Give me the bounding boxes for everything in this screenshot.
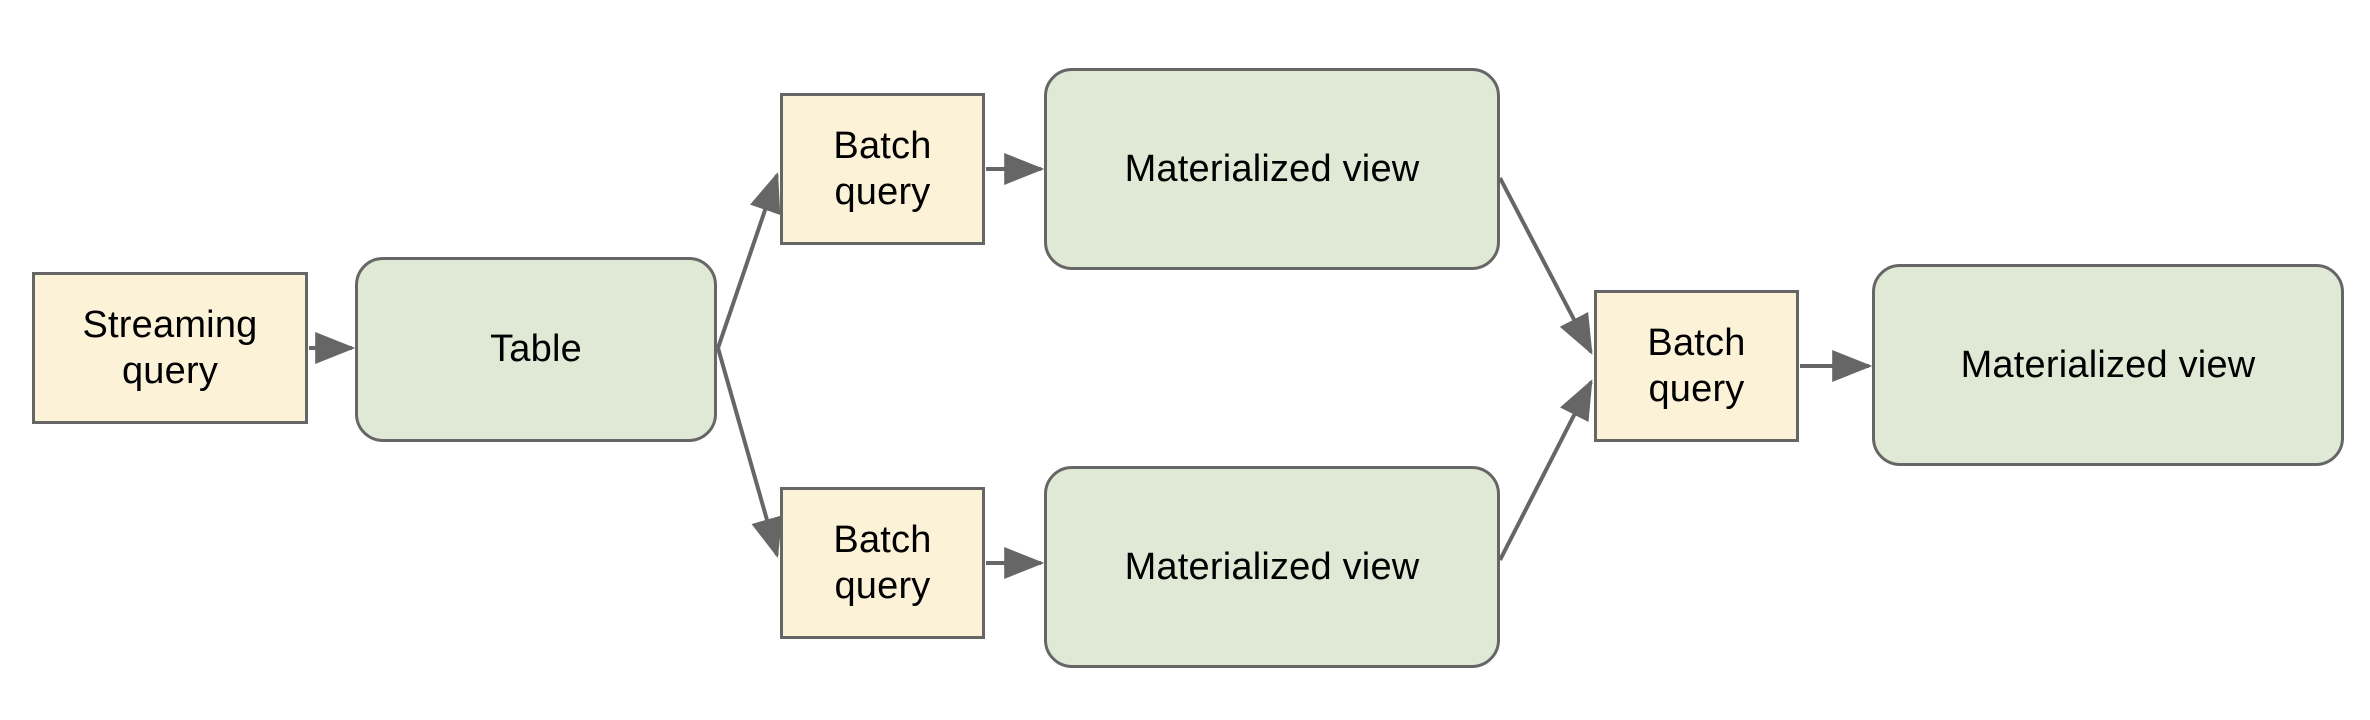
node-materialized-view-final[interactable]: Materialized view (1872, 264, 2344, 466)
node-table[interactable]: Table (355, 257, 717, 442)
node-batch-query-top-label: Batch query (833, 124, 932, 213)
node-batch-query-top[interactable]: Batch query (780, 93, 985, 245)
node-batch-query-merge-label: Batch query (1647, 321, 1746, 410)
node-materialized-view-bottom[interactable]: Materialized view (1044, 466, 1500, 668)
node-materialized-view-top[interactable]: Materialized view (1044, 68, 1500, 270)
node-materialized-view-final-label: Materialized view (1960, 343, 2256, 386)
node-batch-query-bottom[interactable]: Batch query (780, 487, 985, 639)
node-materialized-view-top-label: Materialized view (1124, 147, 1420, 190)
edge-view-bottom-to-merge (1498, 379, 1593, 561)
node-streaming-query[interactable]: Streaming query (32, 272, 308, 424)
node-materialized-view-bottom-label: Materialized view (1124, 545, 1420, 588)
node-table-label: Table (490, 328, 582, 371)
edge-view-top-to-merge (1498, 177, 1593, 355)
node-batch-query-bottom-label: Batch query (833, 518, 932, 607)
node-streaming-query-label: Streaming query (82, 303, 258, 392)
node-batch-query-merge[interactable]: Batch query (1594, 290, 1799, 442)
edge-table-to-batch-top (716, 171, 781, 349)
edge-table-to-batch-bottom (716, 347, 783, 559)
